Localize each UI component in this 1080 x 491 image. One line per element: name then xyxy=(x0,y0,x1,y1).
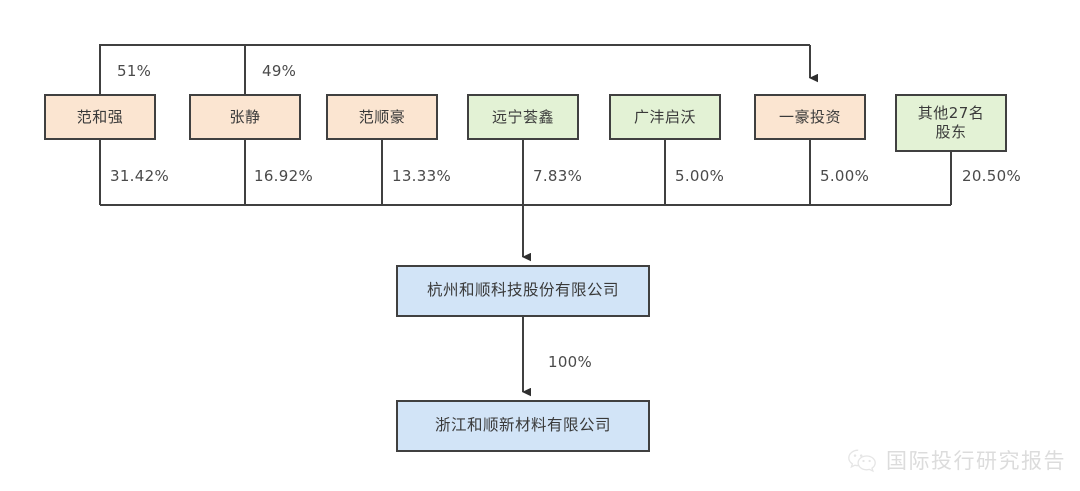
node-company-subsidiary[interactable]: 浙江和顺新材料有限公司 xyxy=(396,400,650,452)
watermark-text: 国际投行研究报告 xyxy=(886,449,1066,473)
edge-label-zhangjing-to-yihao: 49% xyxy=(262,62,297,80)
node-shareholder-other-27[interactable]: 其他27名 股东 xyxy=(895,94,1007,152)
edge-label-pct-yihao-investment: 5.00% xyxy=(820,167,870,185)
watermark: 国际投行研究报告 xyxy=(847,445,1066,475)
edge-label-pct-zhangjing: 16.92% xyxy=(254,167,313,185)
edge-label-subsidiary-100: 100% xyxy=(548,353,593,371)
edge-label-pct-other-27: 20.50% xyxy=(962,167,1021,185)
node-shareholder-guangfengqiwo[interactable]: 广沣启沃 xyxy=(609,94,721,140)
node-shareholder-zhangjing[interactable]: 张静 xyxy=(189,94,301,140)
node-shareholder-yihao-investment[interactable]: 一豪投资 xyxy=(754,94,866,140)
node-label: 广沣启沃 xyxy=(633,107,696,126)
node-shareholder-fanshunhao[interactable]: 范顺豪 xyxy=(326,94,438,140)
node-label: 范和强 xyxy=(76,107,124,126)
edge-label-pct-fanheqiang: 31.42% xyxy=(110,167,169,185)
edge-label-pct-fanshunhao: 13.33% xyxy=(392,167,451,185)
node-shareholder-yuanninghuixin[interactable]: 远宁荟鑫 xyxy=(467,94,579,140)
wechat-icon xyxy=(848,449,876,472)
node-label: 远宁荟鑫 xyxy=(491,107,554,126)
node-company-main[interactable]: 杭州和顺科技股份有限公司 xyxy=(396,265,650,317)
node-label: 浙江和顺新材料有限公司 xyxy=(434,416,611,435)
node-label: 其他27名 股东 xyxy=(917,104,985,141)
edge-label-fanheqiang-to-yihao: 51% xyxy=(117,62,152,80)
node-label: 一豪投资 xyxy=(778,107,841,126)
edge-label-pct-guangfengqiwo: 5.00% xyxy=(675,167,725,185)
node-label: 范顺豪 xyxy=(358,107,406,126)
node-label: 杭州和顺科技股份有限公司 xyxy=(426,281,619,300)
edge-label-pct-yuanninghuixin: 7.83% xyxy=(533,167,583,185)
node-label: 张静 xyxy=(229,107,261,126)
node-shareholder-fanheqiang[interactable]: 范和强 xyxy=(44,94,156,140)
edge-fanheqiang-to-yihao xyxy=(98,43,810,94)
